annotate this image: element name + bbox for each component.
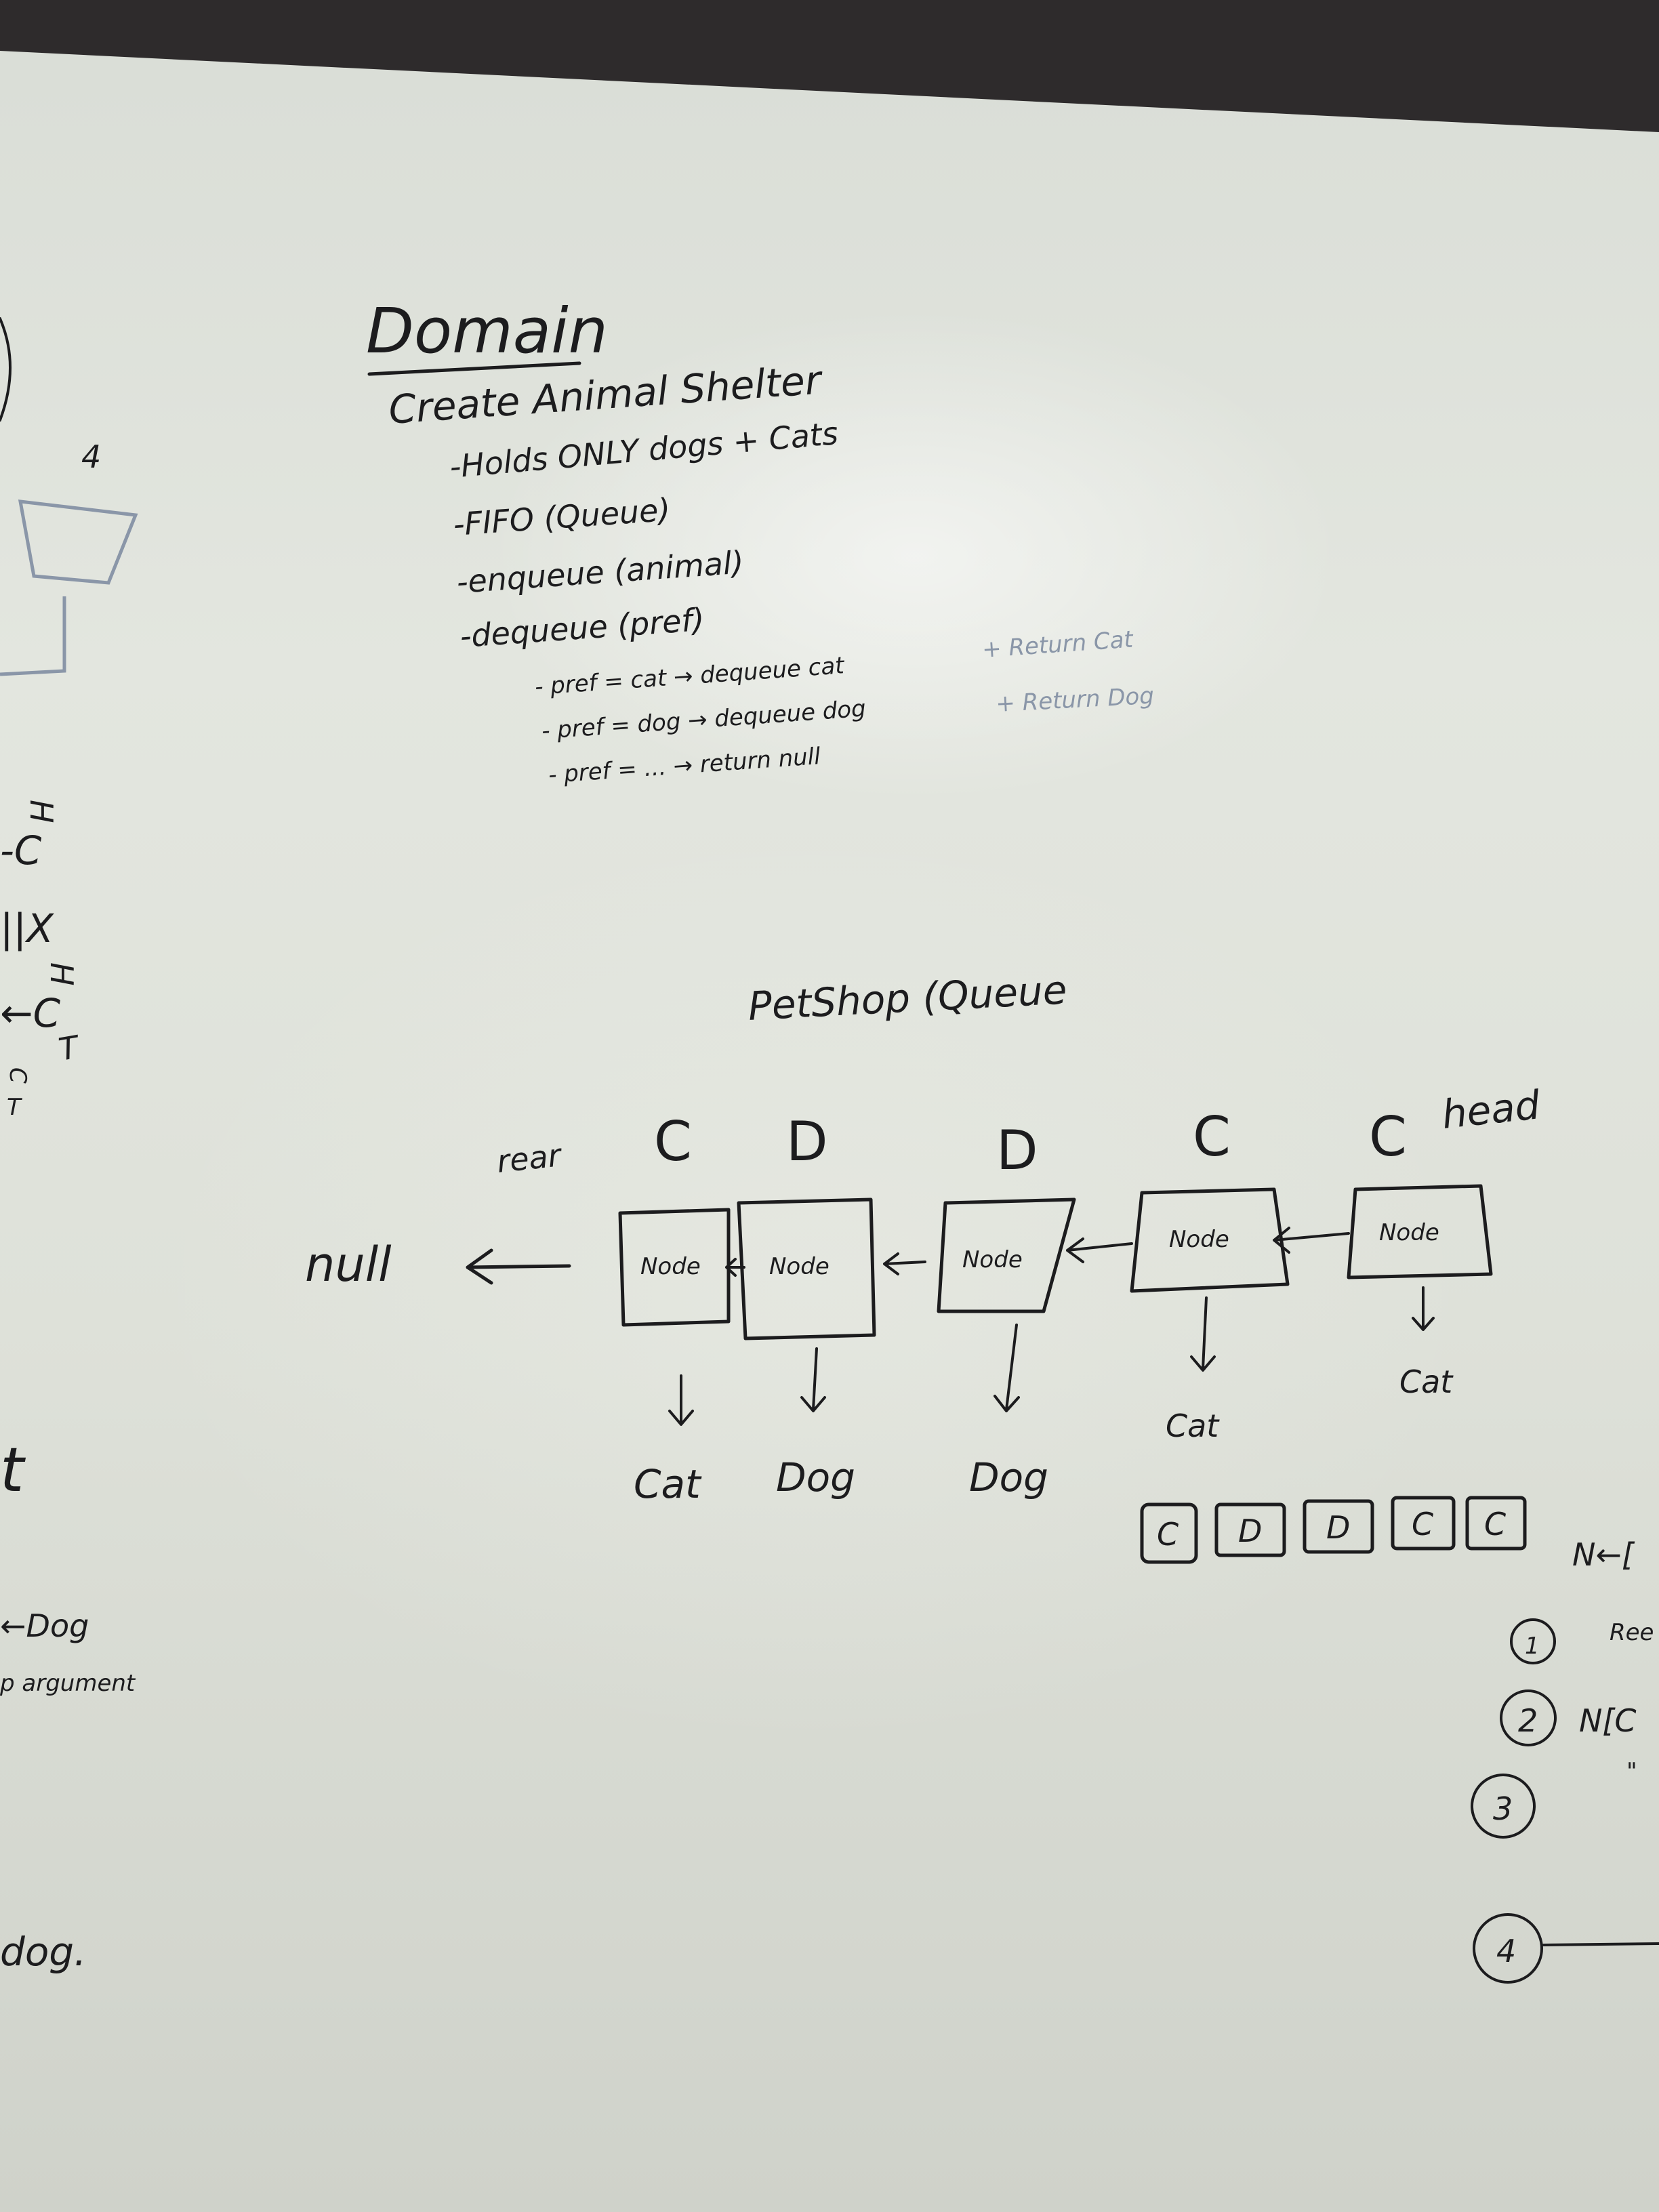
link-arrow-4-3	[1066, 1237, 1133, 1263]
mini-queue-cell-3-box	[1303, 1499, 1374, 1554]
step-3-text: "	[1626, 1758, 1637, 1785]
mini-queue-side: N←[	[1572, 1536, 1635, 1573]
value-arrow-4	[1190, 1296, 1216, 1372]
notes-block: Domain Create Animal Shelter -Holds ONLY…	[366, 295, 1155, 789]
step-1-circle	[1510, 1618, 1556, 1664]
node-box-3-label: Node	[962, 1246, 1023, 1273]
node-box-2-label: Node	[769, 1253, 830, 1280]
step-2-num: 2	[1518, 1702, 1538, 1739]
step-1-text: Ree	[1610, 1619, 1654, 1646]
step-3-circle	[1471, 1774, 1536, 1839]
node-letter-4: C	[1193, 1105, 1231, 1168]
mini-queue: C D D C C N←[	[1140, 1496, 1635, 1573]
null-label: null	[305, 1237, 392, 1292]
left-fragment-11: p argument	[0, 1670, 136, 1697]
link-arrow-2-1	[725, 1258, 745, 1277]
notes-bullet-1: -Holds ONLY dogs + Cats	[448, 415, 840, 485]
left-fragment-5: ←C	[0, 990, 61, 1036]
node-value-4: Cat	[1166, 1408, 1220, 1444]
step-4-circle	[1473, 1913, 1543, 1984]
left-fragment-8: T	[7, 1094, 22, 1121]
node-box-3: Node	[937, 1197, 1076, 1313]
mini-queue-cell-2: D	[1238, 1513, 1262, 1549]
mini-queue-cell-1: C	[1157, 1516, 1179, 1553]
head-label: head	[1439, 1082, 1542, 1138]
null-arrow	[466, 1248, 571, 1285]
node-value-5: Cat	[1399, 1364, 1454, 1400]
mini-queue-cell-4-box	[1391, 1496, 1456, 1551]
left-fragment-10: ←Dog	[0, 1607, 89, 1644]
node-letter-2: D	[786, 1110, 828, 1173]
mini-queue-cell-3: D	[1326, 1509, 1350, 1546]
notes-title-underline	[367, 361, 581, 376]
step-1-num: 1	[1525, 1633, 1540, 1660]
mini-queue-cell-5-box	[1465, 1496, 1527, 1551]
node-box-4: Node	[1130, 1187, 1290, 1293]
left-fragment-1: H	[23, 800, 60, 823]
value-arrow-1	[668, 1374, 694, 1426]
left-edge-fragments: 4 H -C ||X H ←C T C T t ←Dog p argument …	[0, 317, 138, 1975]
notes-sub-bullet-3: - pref = ... → return null	[548, 743, 822, 789]
left-fragment-2: -C	[0, 827, 42, 874]
node-letter-1: C	[654, 1110, 692, 1173]
step-3-num: 3	[1493, 1790, 1513, 1827]
left-edge-sketch	[0, 499, 138, 676]
value-arrow-5	[1412, 1286, 1435, 1331]
node-letter-3: D	[996, 1119, 1038, 1182]
rear-label: rear	[495, 1136, 565, 1180]
node-box-1: Node	[618, 1208, 731, 1327]
node-box-5-label: Node	[1379, 1219, 1439, 1246]
node-box-1-label: Node	[640, 1253, 701, 1280]
notes-sub-bullet-2: - pref = dog → dequeue dog	[541, 695, 867, 745]
step-4-num: 4	[1496, 1933, 1516, 1969]
step-4-line	[1542, 1942, 1659, 1946]
step-2-circle	[1500, 1689, 1557, 1746]
left-fragment-3: ||X	[0, 905, 54, 951]
node-value-2: Dog	[776, 1454, 855, 1500]
left-edge-curve	[0, 317, 12, 422]
notes-title: Domain	[366, 295, 608, 367]
step-2-text: N[C	[1579, 1702, 1636, 1739]
notes-bullet-4: -dequeue (pref)	[459, 601, 705, 655]
value-arrow-3	[994, 1324, 1020, 1412]
node-value-3: Dog	[969, 1454, 1048, 1500]
notes-sub-bullet-1: - pref = cat → dequeue cat	[534, 652, 846, 701]
link-arrow-5-4	[1273, 1227, 1350, 1254]
notes-bullet-3: -enqueue (animal)	[455, 544, 745, 600]
left-fragment-12: dog.	[0, 1929, 87, 1975]
node-box-5: Node	[1347, 1184, 1493, 1279]
left-fragment-7: C	[4, 1067, 31, 1084]
mini-queue-cell-1-box	[1140, 1502, 1198, 1564]
petshop-diagram: PetShop (Queue rear head null C D D C C …	[305, 966, 1543, 1507]
node-letter-5: C	[1369, 1105, 1407, 1168]
node-box-2: Node	[737, 1197, 876, 1340]
value-arrow-2	[800, 1347, 826, 1412]
left-fragment-9: t	[0, 1435, 26, 1506]
left-edge-top-mark: 4	[81, 438, 101, 475]
node-box-4-label: Node	[1169, 1226, 1229, 1253]
mini-queue-cell-2-box	[1214, 1502, 1286, 1557]
faint-note-2: + Return Dog	[995, 682, 1154, 718]
left-fragment-6: T	[56, 1028, 84, 1068]
mini-queue-cell-4: C	[1412, 1506, 1433, 1542]
faint-note-1: + Return Cat	[981, 626, 1135, 663]
left-fragment-4: H	[43, 962, 80, 986]
notes-bullet-2: -FIFO (Queue)	[452, 491, 672, 543]
link-arrow-3-2	[883, 1252, 926, 1275]
diagram-title: PetShop (Queue	[747, 966, 1068, 1029]
node-value-1: Cat	[634, 1461, 702, 1507]
steps-list: 1 Ree 2 N[C 3 " 4	[1471, 1618, 1659, 1984]
mini-queue-cell-5: C	[1484, 1506, 1506, 1542]
